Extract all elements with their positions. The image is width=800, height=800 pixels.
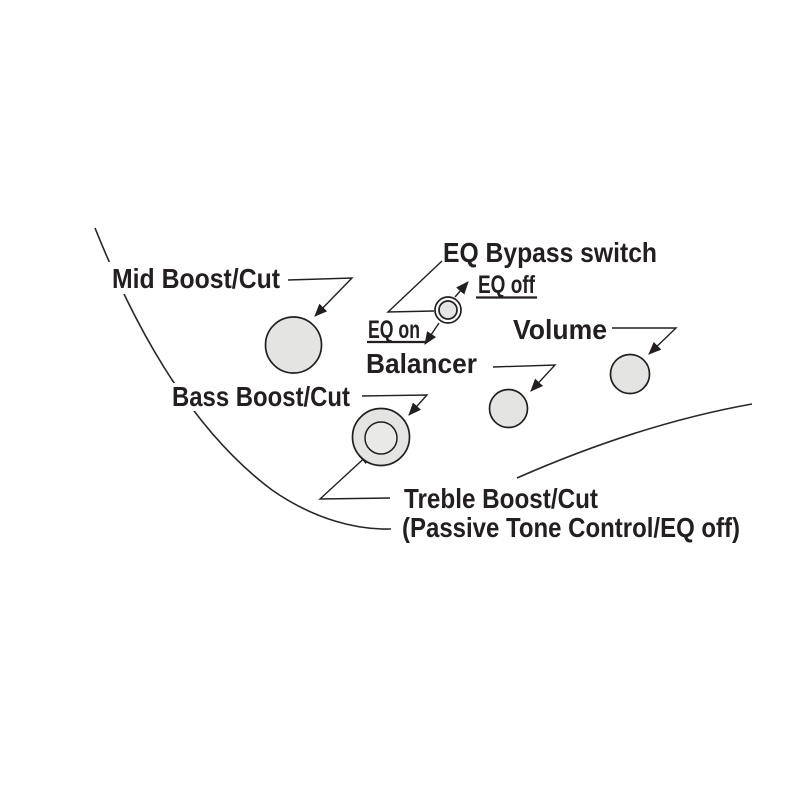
- eq-off-arrow: [454, 281, 469, 298]
- mid-boost-cut-label: Mid Boost/Cut: [112, 263, 280, 294]
- eq-bypass-switch-label: EQ Bypass switch: [443, 237, 657, 268]
- treble-boost-cut-label: Treble Boost/Cut: [404, 483, 598, 514]
- eq-on-label: EQ on: [368, 316, 420, 344]
- balancer-leader-arrow: [492, 364, 557, 392]
- volume-leader-arrow: [612, 327, 678, 355]
- eq-on-arrow: [424, 322, 440, 345]
- bass-label-mask: [164, 383, 358, 411]
- treble-boost-cut-knob: [364, 421, 398, 455]
- mid-leader-arrow: [287, 277, 354, 317]
- body-outline-right-curve: [516, 403, 753, 479]
- bass-boost-cut-label: Bass Boost/Cut: [172, 381, 350, 412]
- eq-bypass-switch: [438, 300, 458, 320]
- treble-leader-arrow: [318, 451, 391, 500]
- eq-bypass-leader: [386, 260, 443, 313]
- balancer-label: Balancer: [366, 348, 477, 379]
- mid-boost-cut-knob: [264, 316, 323, 374]
- bass-leader-arrow: [361, 394, 429, 416]
- volume-label: Volume: [513, 314, 607, 345]
- volume-knob: [609, 353, 651, 395]
- balancer-knob: [488, 388, 529, 429]
- treble-passive-note-label: (Passive Tone Control/EQ off): [402, 512, 740, 543]
- mid-label-mask: [106, 262, 288, 294]
- body-outline-left-curve: [94, 227, 392, 530]
- eq-off-label: EQ off: [478, 271, 536, 299]
